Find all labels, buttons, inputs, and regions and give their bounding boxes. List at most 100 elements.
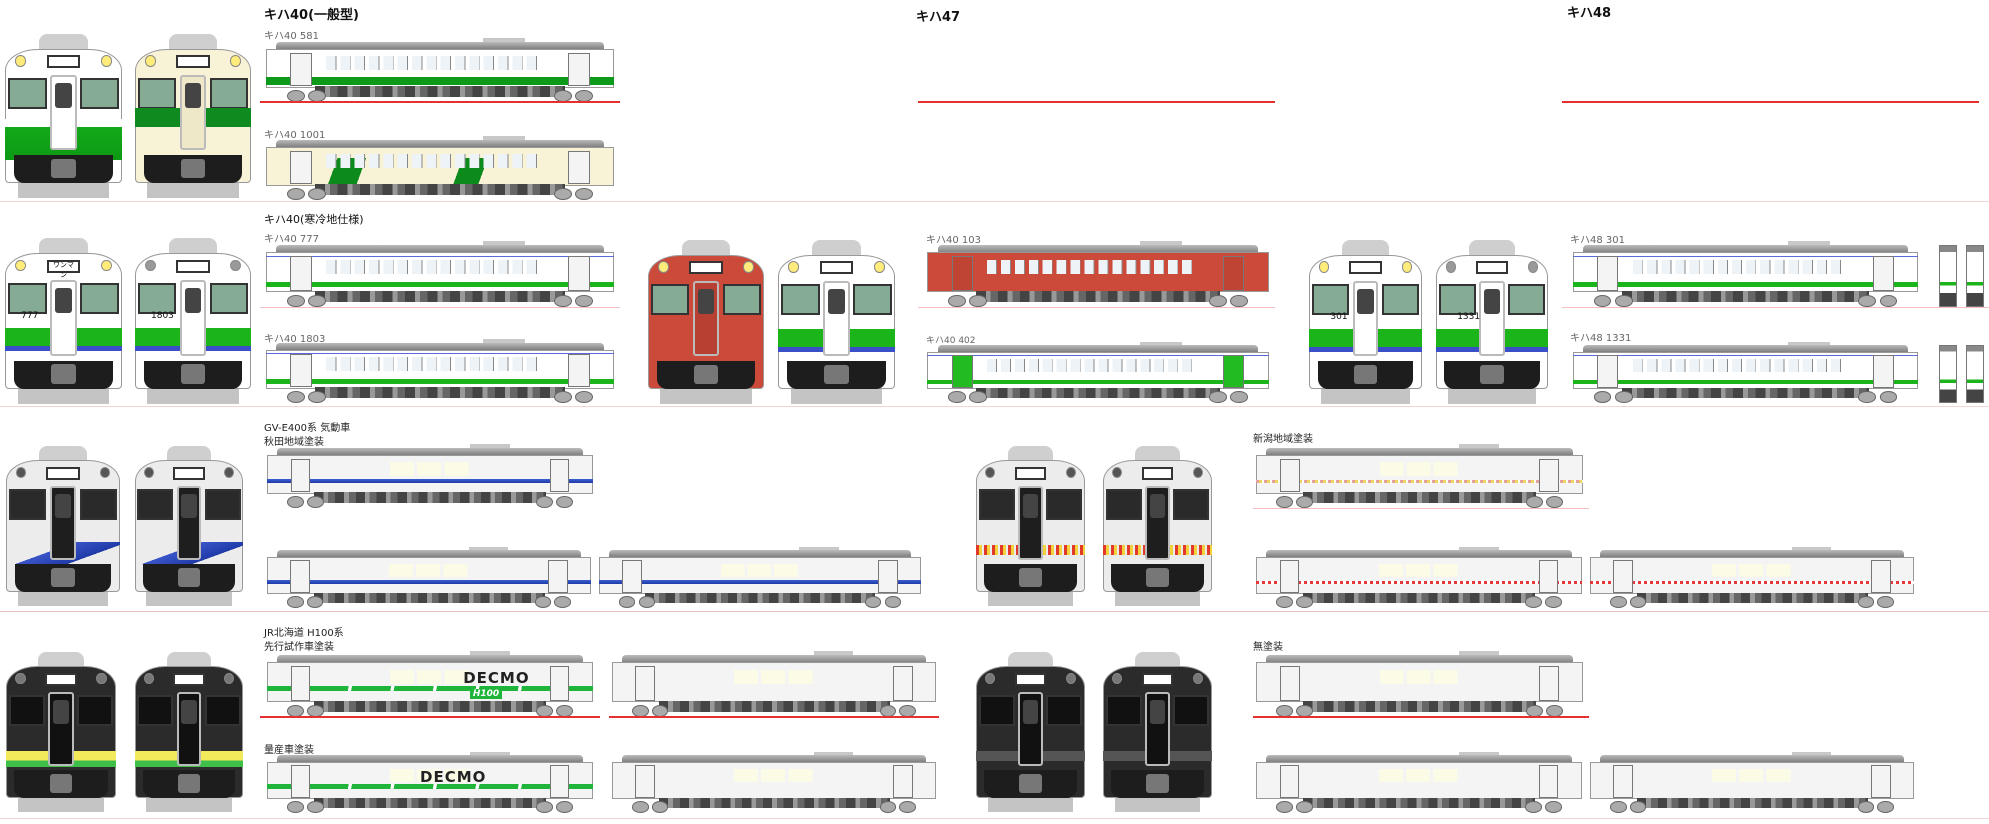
train-part-vent	[482, 38, 526, 45]
train-part-lampr	[1192, 466, 1203, 478]
train-part-winr	[1173, 695, 1210, 726]
train-part-winr	[209, 282, 249, 315]
train-part-doorl	[1597, 256, 1619, 291]
train-part-bog2	[307, 801, 324, 813]
train-part-vent	[1459, 651, 1500, 658]
train-part-vent	[468, 546, 509, 553]
train-part-wins	[986, 358, 1196, 372]
train-part-lampr	[1065, 466, 1076, 478]
train-part-roof	[169, 238, 217, 258]
gv-e400-akita-side-car2	[596, 546, 924, 608]
train-part-line	[265, 353, 615, 355]
train-part-line	[265, 255, 615, 257]
train-part-stripe	[265, 76, 615, 86]
train-part-roof	[622, 755, 926, 764]
train-part-base	[987, 797, 1074, 812]
train-part-under	[313, 492, 547, 504]
train-part-under	[1302, 700, 1537, 713]
kiha40-front-green	[3, 34, 124, 198]
train-part-cplr	[49, 773, 73, 793]
train-part-winl	[780, 284, 820, 316]
train-part-doorwin	[184, 83, 202, 108]
train-part-wins	[1712, 768, 1792, 782]
h100-production-side: DECMO	[264, 751, 596, 813]
train-part-stripe	[267, 784, 593, 789]
train-part-doorr	[1223, 256, 1245, 291]
train-part-line	[612, 765, 935, 766]
train-part-dest	[45, 672, 77, 686]
car-label: キハ40 777	[264, 234, 319, 245]
train-part-bog3	[879, 801, 897, 813]
h100-logo: H100	[469, 689, 503, 700]
train-part-bog4	[1879, 294, 1898, 307]
train-part-wins	[390, 768, 470, 782]
train-part-lampl	[1445, 261, 1457, 273]
train-part-lampr	[230, 55, 241, 67]
livery-label: 無塗装	[1253, 642, 1283, 653]
train-part-roof	[277, 448, 583, 457]
train-part-bog2	[1296, 596, 1313, 608]
train-part-doorl	[635, 765, 656, 798]
train-part-lampl	[1112, 466, 1123, 478]
train-part-vent	[1139, 341, 1182, 348]
train-part-bog3	[553, 391, 572, 403]
train-part-roof	[1583, 245, 1908, 254]
train-part-bog2	[307, 496, 324, 508]
kiha40-front-cream	[133, 34, 253, 198]
train-part-stripe	[267, 479, 593, 484]
train-part-lampl	[144, 466, 155, 478]
train-part-vent	[1787, 341, 1831, 348]
train-part-lampl	[15, 672, 26, 684]
gv-e400-akita-side	[264, 444, 596, 508]
train-part-lampr	[230, 259, 241, 272]
train-part-stripe	[267, 686, 593, 691]
train-part-bog2	[651, 801, 669, 813]
train-part-roof	[1266, 655, 1573, 664]
train-part-roof	[1583, 345, 1908, 354]
train-part-wins	[1632, 259, 1845, 274]
train-part-base	[147, 183, 239, 198]
rail-line	[260, 307, 620, 308]
train-part-base	[146, 591, 232, 606]
train-part-line	[599, 560, 920, 561]
train-part-bog4	[1230, 294, 1248, 307]
train-part-roof	[277, 655, 583, 664]
train-part-lampl	[145, 55, 156, 67]
train-part-doorr	[568, 150, 590, 185]
train-part-doorwin	[1483, 289, 1501, 314]
train-part-wins	[326, 56, 540, 70]
train-part-wins	[1632, 358, 1845, 372]
train-part-bog1	[286, 188, 305, 200]
train-part-winl	[8, 695, 46, 726]
section-title-kiha48: キハ48	[1567, 6, 1612, 21]
h100-unpainted-side	[1253, 651, 1586, 717]
gv-e400-niigata-side	[1253, 444, 1586, 508]
train-part-stripe	[612, 691, 935, 696]
train-part-cplr	[824, 364, 849, 385]
train-part-wins	[326, 154, 540, 168]
train-part-bog3	[536, 496, 553, 508]
train-part-roof	[1266, 550, 1572, 559]
train-part-dest	[819, 261, 854, 275]
train-part-bog2	[306, 596, 324, 608]
train-part-bog1	[287, 596, 304, 608]
train-part-wins	[720, 563, 800, 577]
train-part-doorl	[951, 256, 973, 291]
train-part-bog1	[286, 391, 305, 403]
h100-unpainted-side-car2	[1587, 751, 1917, 813]
train-part-lampr	[1527, 261, 1539, 273]
train-part-bog3	[1857, 801, 1875, 813]
train-part-bog4	[1877, 596, 1894, 608]
train-part-vent	[1787, 241, 1831, 248]
train-part-winr	[1046, 489, 1083, 520]
train-part-doorwin	[181, 700, 197, 724]
kiha40-777-front: ワンマン 777	[3, 238, 124, 404]
train-part-winl	[137, 282, 177, 315]
train-part-bog2	[308, 188, 327, 200]
train-part-base	[660, 389, 752, 404]
front-number: 777	[21, 311, 39, 322]
train-part-line	[612, 666, 935, 667]
decmo-logo: DECMO	[463, 668, 530, 687]
train-part-wins	[326, 357, 540, 371]
train-part-wins	[1379, 669, 1460, 684]
